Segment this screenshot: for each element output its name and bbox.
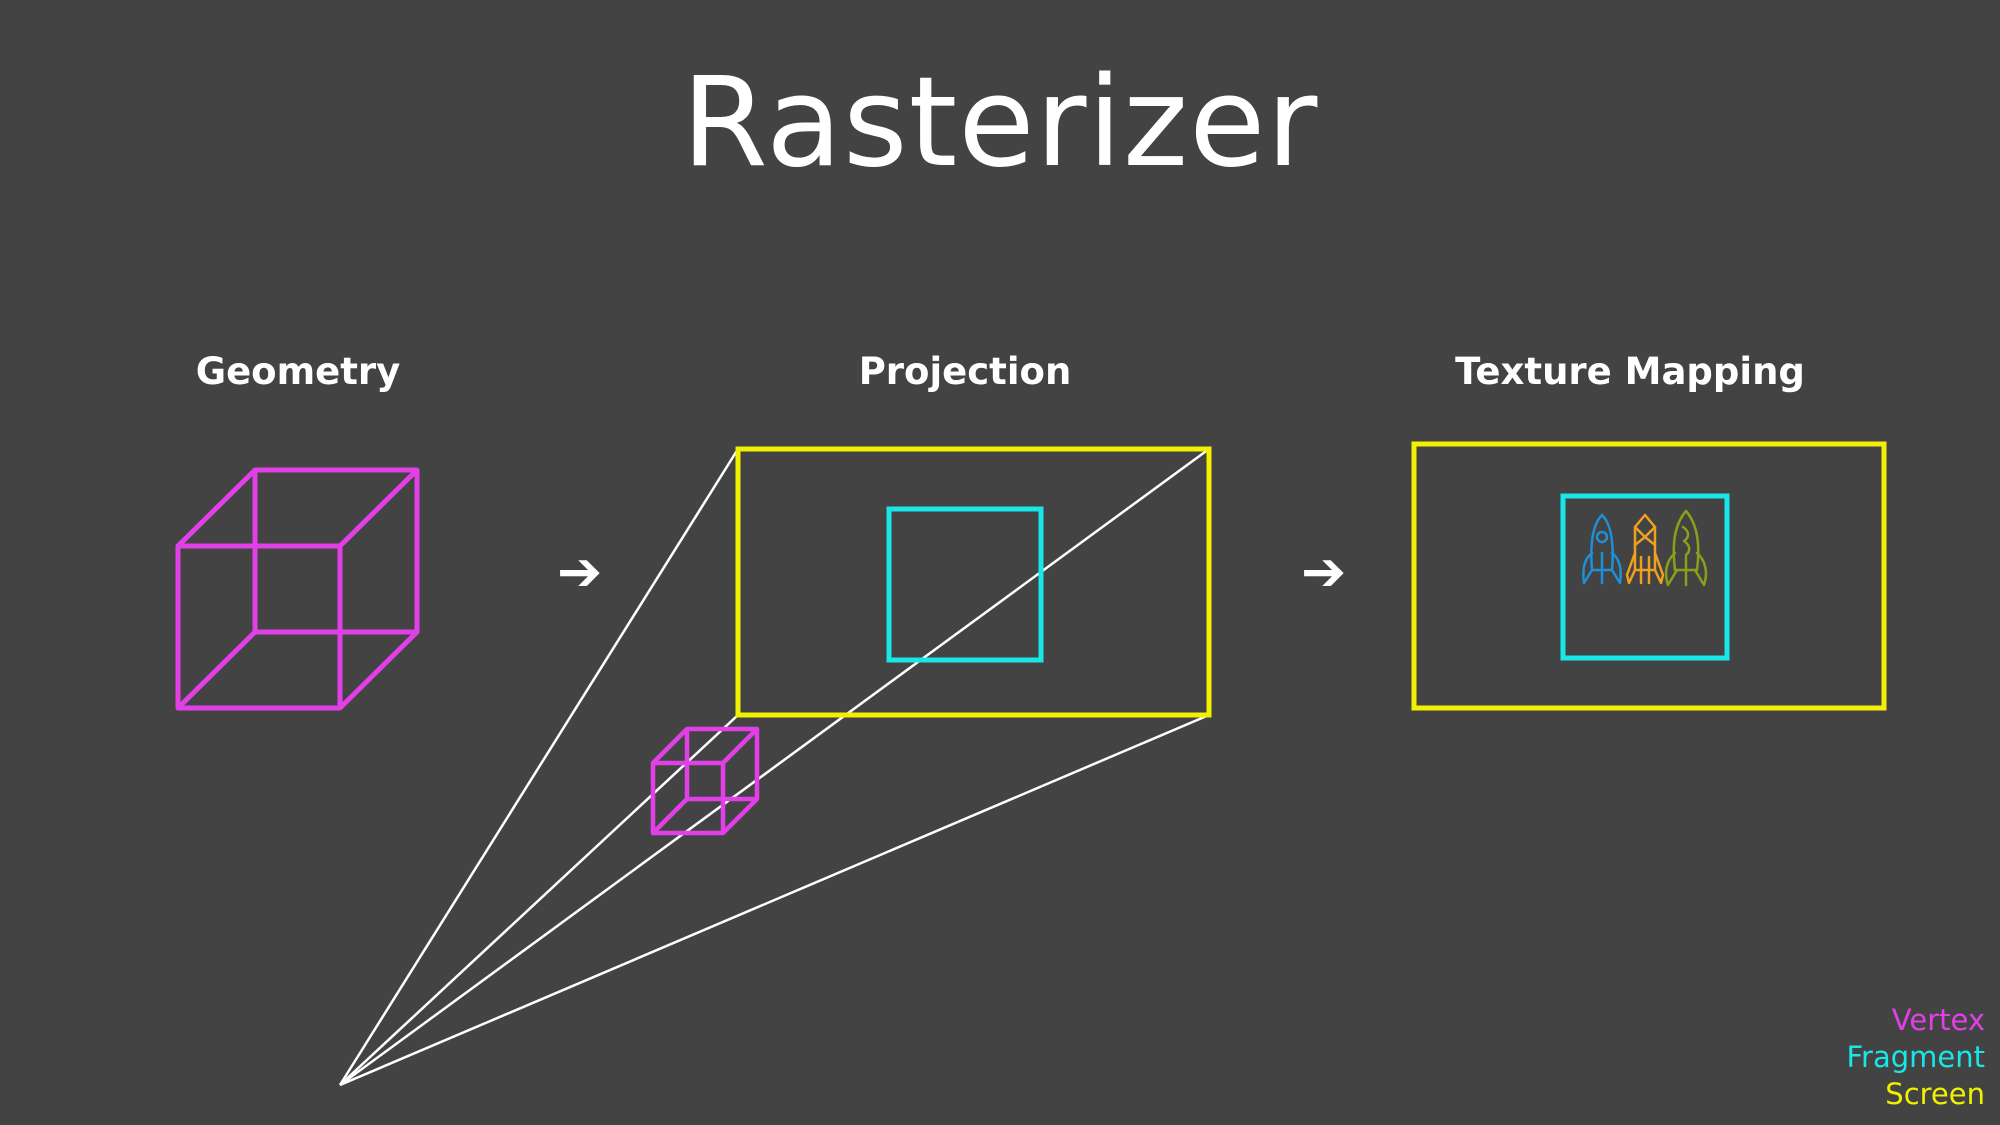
small-cube-edge bbox=[651, 727, 689, 765]
arrow-right-icon: ➔ bbox=[557, 540, 603, 603]
stage-label-texture-mapping: Texture Mapping bbox=[1455, 350, 1805, 393]
legend: Vertex Fragment Screen bbox=[1846, 1002, 1985, 1113]
cube-edge bbox=[338, 468, 419, 548]
projection-screen-frame bbox=[735, 446, 1212, 718]
small-cube-edge bbox=[721, 797, 759, 835]
legend-item-vertex: Vertex bbox=[1891, 1003, 1985, 1037]
legend-item-screen: Screen bbox=[1885, 1077, 1985, 1111]
cube-edge bbox=[176, 468, 257, 548]
frustum-line bbox=[338, 448, 740, 1086]
frustum-line bbox=[339, 714, 739, 1086]
rocket-icon bbox=[1664, 509, 1708, 587]
stage-label-geometry: Geometry bbox=[195, 350, 401, 393]
cube-edge bbox=[176, 630, 257, 710]
small-cube-edge bbox=[721, 727, 759, 765]
small-cube-back-face bbox=[684, 726, 760, 802]
arrow-right-icon: ➔ bbox=[1301, 540, 1347, 603]
rocket-icon bbox=[1582, 513, 1622, 585]
page-title: Rasterizer bbox=[681, 51, 1319, 195]
texture-screen-frame bbox=[1411, 441, 1887, 711]
frustum-line bbox=[339, 713, 1210, 1087]
cube-edge bbox=[338, 630, 419, 710]
small-cube-edge bbox=[651, 797, 689, 835]
geometry-cube bbox=[175, 467, 420, 711]
stage-label-projection: Projection bbox=[858, 350, 1072, 393]
frustum-line bbox=[339, 447, 1210, 1087]
rocket-icon bbox=[1625, 513, 1665, 585]
cube-front-face bbox=[175, 543, 343, 711]
legend-item-fragment: Fragment bbox=[1846, 1040, 1985, 1074]
projection-frustum-lines bbox=[338, 447, 1210, 1087]
cube-back-face bbox=[252, 467, 420, 635]
projection-fragment-frame bbox=[886, 506, 1044, 663]
small-projected-cube bbox=[650, 726, 760, 836]
texture-fragment-frame bbox=[1560, 493, 1730, 661]
